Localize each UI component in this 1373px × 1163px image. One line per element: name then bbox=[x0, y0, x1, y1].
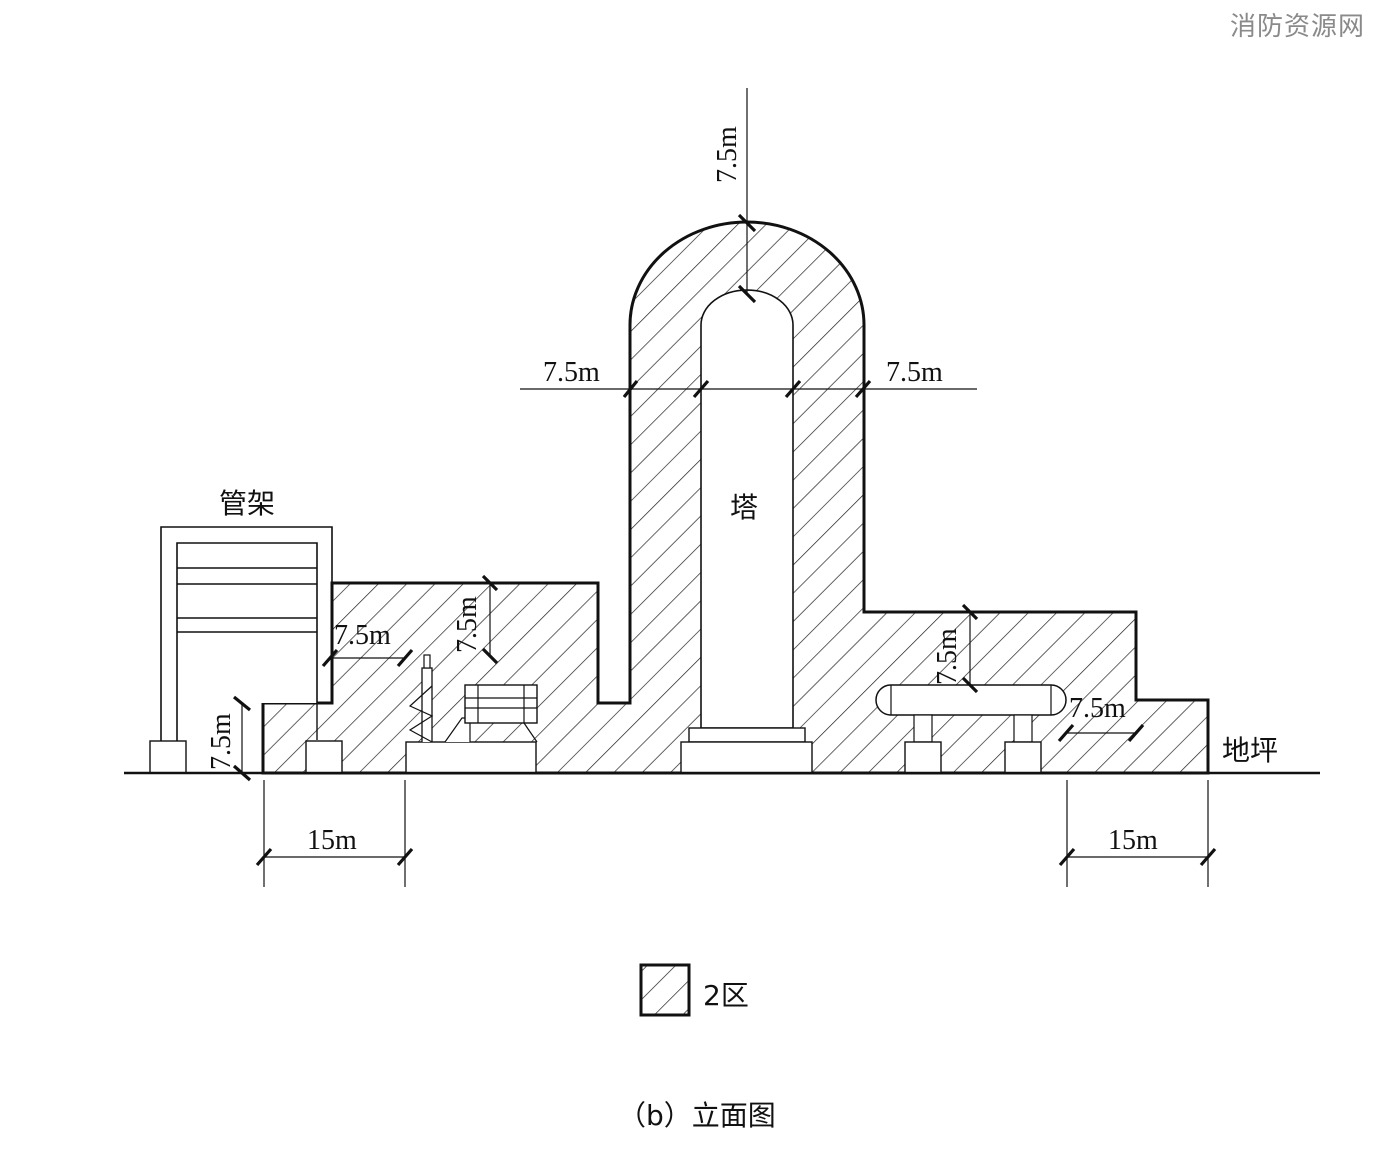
figure-caption: （b）立面图 bbox=[618, 1099, 776, 1132]
tower-base bbox=[680, 741, 813, 774]
dim-pump-vertical-label: 7.5m bbox=[452, 596, 483, 653]
pipe-rack bbox=[149, 526, 343, 774]
tower-base-upper bbox=[688, 727, 806, 743]
legend-zone2-label: 2区 bbox=[703, 979, 749, 1012]
dim-bottom-right-label: 15m bbox=[1108, 825, 1158, 856]
dim-left-vertical-label: 7.5m bbox=[206, 713, 237, 770]
pump-unit bbox=[405, 654, 538, 774]
ground-label: 地坪 bbox=[1222, 734, 1278, 767]
dim-pump-horizontal-label: 7.5m bbox=[334, 620, 391, 651]
horizontal-exchanger bbox=[875, 684, 1067, 774]
pipe-rack-label: 管架 bbox=[219, 487, 275, 520]
dimension-lines bbox=[241, 88, 1209, 887]
watermark: 消防资源网 bbox=[1229, 12, 1365, 42]
legend: 2区 bbox=[639, 963, 749, 1017]
dim-right-horizontal-label: 7.5m bbox=[1069, 693, 1126, 724]
dim-tower-left-label: 7.5m bbox=[543, 357, 600, 388]
dim-top-label: 7.5m bbox=[712, 126, 743, 183]
dim-exchanger-vertical-label: 7.5m bbox=[932, 628, 963, 685]
legend-swatch-zone2 bbox=[639, 963, 691, 1017]
dim-bottom-left-label: 15m bbox=[307, 825, 357, 856]
tower bbox=[700, 289, 794, 729]
tower-label: 塔 bbox=[730, 491, 758, 524]
dimension-ticks bbox=[232, 213, 1217, 867]
dim-tower-right-label: 7.5m bbox=[886, 357, 943, 388]
